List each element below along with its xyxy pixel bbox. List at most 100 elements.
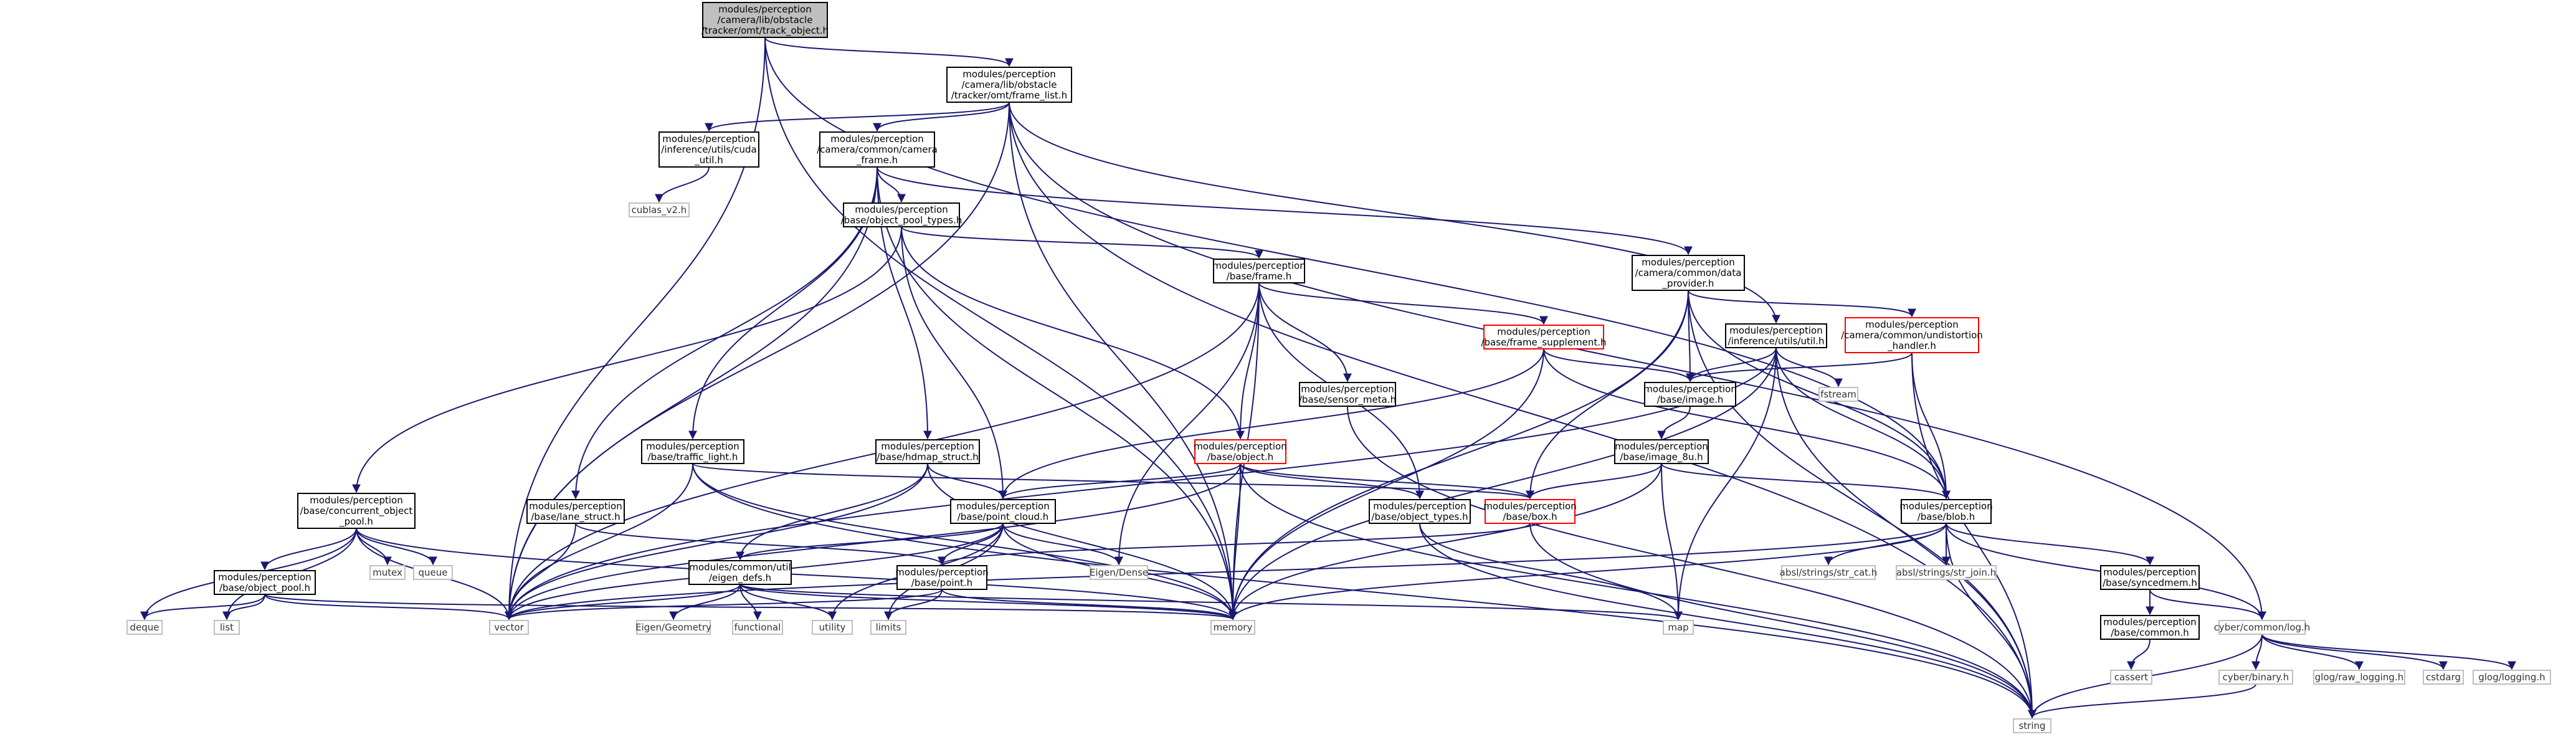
node-cyber-binary: cyber/binary.h [2218,670,2293,685]
node-cuda-util[interactable]: modules/perception/inference/utils/cuda_… [658,131,759,168]
edge-base_blob-to-syncedmem [1946,523,2154,566]
edge-concurrent_pool-to-queue [356,528,437,566]
node-label-line: cyber/binary.h [2223,672,2289,683]
node-frame-list[interactable]: modules/perception/camera/lib/obstacle/t… [946,67,1072,103]
node-data-provider[interactable]: modules/perception/camera/common/data_pr… [1632,255,1745,291]
node-base-blob[interactable]: modules/perception/base/blob.h [1899,499,1993,524]
edge-point_cloud-to-eigen_dense [1002,523,1123,566]
node-box [2013,718,2051,733]
node-label-line: absl/strings/str_cat.h [1780,567,1878,579]
edge-base_object-to-memory [1229,463,1241,621]
node-box [2100,615,2200,640]
node-object-types[interactable]: modules/perception/base/object_types.h [1369,499,1471,524]
edge-eigen_defs-to-utility [739,584,837,621]
edge-base_object-to-object_types [1240,463,1424,500]
node-glog-logging: glog/logging.h [2473,670,2551,685]
node-point-cloud[interactable]: modules/perception/base/point_cloud.h [950,499,1056,524]
node-sensor-meta[interactable]: modules/perception/base/sensor_meta.h [1299,382,1396,407]
node-functional: functional [732,620,783,635]
edge-lane_struct-to-base_point [575,523,946,566]
node-label-line: modules/perception [1615,441,1708,452]
node-base-frame[interactable]: modules/perception/base/frame.h [1212,259,1306,283]
edge-base_blob-to-string [1946,523,2037,719]
header-nodes: modules/perception/camera/lib/obstacle/t… [126,2,2551,733]
edge-object_types-to-string [1419,523,2037,719]
node-box [688,560,792,585]
node-label-line: deque [130,622,159,633]
edge-hdmap_struct-to-eigen_defs [736,463,928,561]
node-label-line: /base/object_pool_types.h [841,215,962,227]
node-inference-util[interactable]: modules/perception/inference/utils/util.… [1725,323,1827,348]
node-base-image[interactable]: modules/perception/base/image.h [1643,382,1737,407]
node-label-line: modules/perception [1899,501,1992,512]
node-box [1369,499,1471,524]
node-queue: queue [413,565,453,580]
node-label-line: modules/perception [646,441,739,452]
node-box [1213,259,1305,283]
node-object-pool[interactable]: modules/perception/base/object_pool.h [214,570,316,595]
node-box [1663,620,1694,635]
node-label-line: modules/perception [1212,260,1305,272]
node-label-line: fstream [1820,389,1856,400]
edge-inference_util-to-map [1674,347,1777,621]
edge-eigen_defs-to-functional [739,584,762,621]
node-box [812,620,853,635]
edge-object_pool-to-list [222,594,265,621]
node-base-object[interactable]: modules/perception/base/object.h [1194,439,1287,464]
node-lane-struct[interactable]: modules/perception/base/lane_struct.h [526,499,625,524]
node-undistortion[interactable]: modules/perception/camera/common/undisto… [1841,317,1983,353]
edge-base_box-to-string [1529,523,2037,719]
node-camera-frame[interactable]: modules/perception/camera/common/camera_… [817,131,938,168]
edge-image_8u-to-map [1661,463,1683,621]
edge-object_pool-to-deque [140,594,265,621]
edge-base_frame-to-eigen_dense [1115,282,1260,566]
node-image-8u[interactable]: modules/perception/base/image_8u.h [1614,439,1709,464]
edge-eigen_defs-to-map [739,584,1683,621]
node-cstdarg: cstdarg [2423,670,2464,685]
edge-syncedmem-to-cyber_log [2149,589,2266,621]
node-box [214,620,240,635]
node-box [489,620,529,635]
node-box [2218,620,2306,635]
node-object-pool-types[interactable]: modules/perception/base/object_pool_type… [841,202,962,227]
edge-data_provider-to-undistortion [1688,290,1916,318]
node-label-line: list [220,622,234,633]
node-box [1644,382,1736,407]
node-frame-supplement[interactable]: modules/perception/base/frame_supplement… [1481,325,1607,349]
node-box [1896,565,1997,580]
node-syncedmem[interactable]: modules/perception/base/syncedmem.h [2100,565,2200,590]
node-label-line: /inference/utils/cuda [661,144,756,155]
edge-frame_supplement-to-base_image [1543,348,1694,383]
node-track-object[interactable]: modules/perception/camera/lib/obstacle/t… [701,2,829,38]
node-label-line: glog/logging.h [2478,672,2545,683]
node-base-point[interactable]: modules/perception/base/point.h [895,565,989,590]
node-label-line: cassert [2114,672,2148,683]
node-eigen-defs[interactable]: modules/common/util/eigen_defs.h [688,560,792,585]
node-base-common[interactable]: modules/perception/base/common.h [2100,615,2200,640]
node-label-line: modules/perception [1301,384,1394,395]
edge-inference_util-to-string [1775,347,2037,719]
node-hdmap-struct[interactable]: modules/perception/base/hdmap_struct.h [875,439,980,464]
node-str-cat: absl/strings/str_cat.h [1780,565,1878,580]
node-base-box[interactable]: modules/perception/base/box.h [1483,499,1577,524]
node-label-line: modules/perception [1194,441,1286,452]
node-eigen-geometry: Eigen/Geometry [635,620,711,635]
node-label-line: modules/perception [718,4,811,15]
node-box [1090,565,1148,580]
node-concurrent-pool[interactable]: modules/perception/base/concurrent_objec… [297,493,416,529]
node-box [1299,382,1396,407]
node-box [875,439,980,464]
node-traffic-light[interactable]: modules/perception/base/traffic_light.h [641,439,744,464]
node-label-line: /camera/lib/obstacle [962,79,1057,90]
node-label-line: modules/perception [310,495,402,506]
node-label-line: _util.h [694,155,723,166]
node-box [870,620,906,635]
node-label-line: /base/hdmap_struct.h [877,452,979,464]
node-label-line: cublas_v2.h [632,204,687,216]
node-box [1485,499,1576,524]
node-cyber-log: cyber/common/log.h [2214,620,2310,635]
node-label-line: /camera/common/data [1635,267,1742,278]
node-label-line: modules/perception [1729,325,1822,336]
node-box [658,131,759,168]
edge-undistortion-to-base_image [1686,352,1913,383]
